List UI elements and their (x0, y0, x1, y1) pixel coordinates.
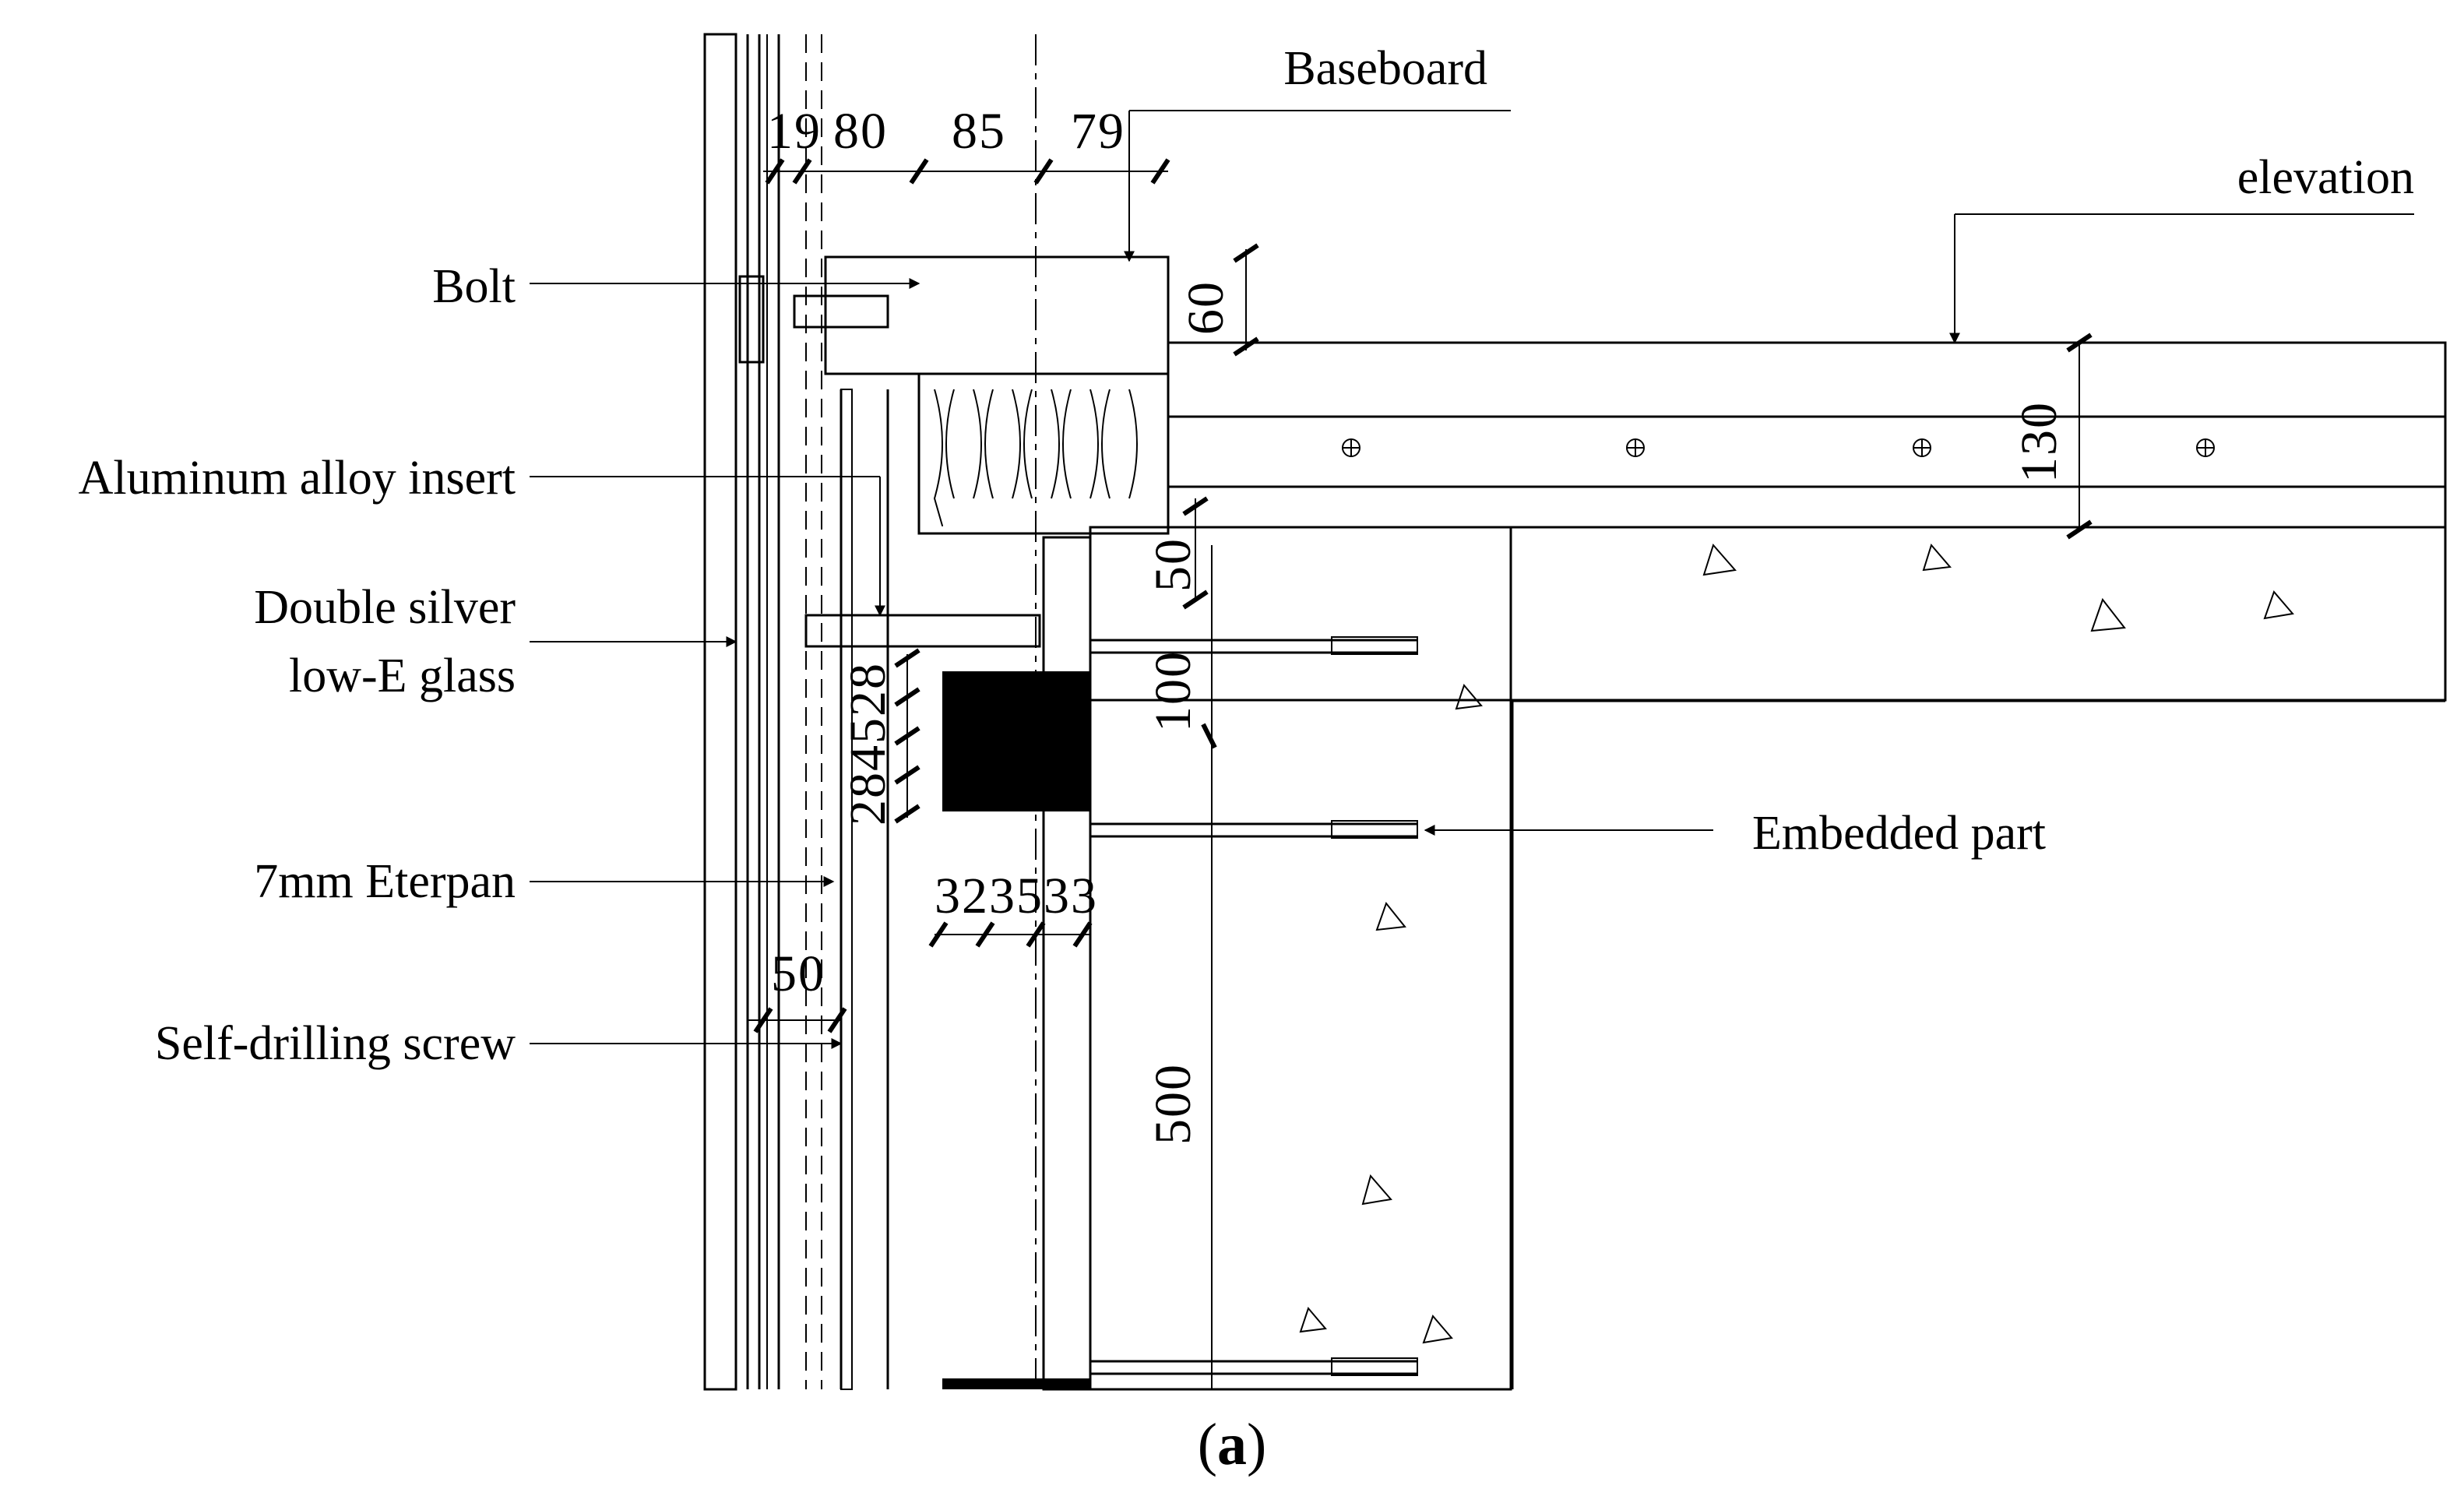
caption-close: ) (1247, 1412, 1266, 1477)
dim-85: 85 (952, 103, 1006, 160)
dim-19: 19 (767, 103, 822, 160)
dimension-lines (748, 158, 2093, 1033)
label-glass-line1: Double silver (254, 581, 516, 634)
figure-caption: (a) (1198, 1412, 1267, 1477)
dim-500: 500 (1145, 1063, 1202, 1145)
dim-80: 80 (833, 103, 888, 160)
caption-letter: a (1217, 1412, 1247, 1477)
label-screw: Self-drilling screw (155, 1017, 516, 1070)
bracket-assembly (738, 255, 1170, 1389)
edge-beam-facing (1042, 536, 1092, 1391)
floor-slab (1089, 341, 2447, 1391)
dim-stack-horizontal: 323533 (935, 868, 1098, 924)
label-embedded-part: Embedded part (1752, 807, 2046, 860)
dim-50-top: 50 (1145, 537, 1202, 592)
label-eterpan: 7mm Eterpan (254, 855, 516, 908)
label-glass-line2: low-E glass (289, 649, 516, 702)
label-elevation: elevation (2237, 151, 2414, 204)
leader-lines (530, 110, 2414, 1049)
caption-open: ( (1198, 1412, 1217, 1477)
label-baseboard: Baseboard (1283, 42, 1487, 95)
dim-79: 79 (1071, 103, 1125, 160)
dim-130: 130 (2011, 401, 2068, 483)
dim-50-side: 50 (771, 945, 825, 1002)
embedded-anchors (1090, 636, 1418, 1376)
dim-60: 60 (1177, 280, 1234, 335)
label-bolt: Bolt (432, 260, 516, 313)
dim-100: 100 (1145, 650, 1202, 732)
dim-stack-vertical: 284528 (840, 662, 896, 825)
label-aluminum-insert: Aluminum alloy insert (79, 452, 516, 505)
